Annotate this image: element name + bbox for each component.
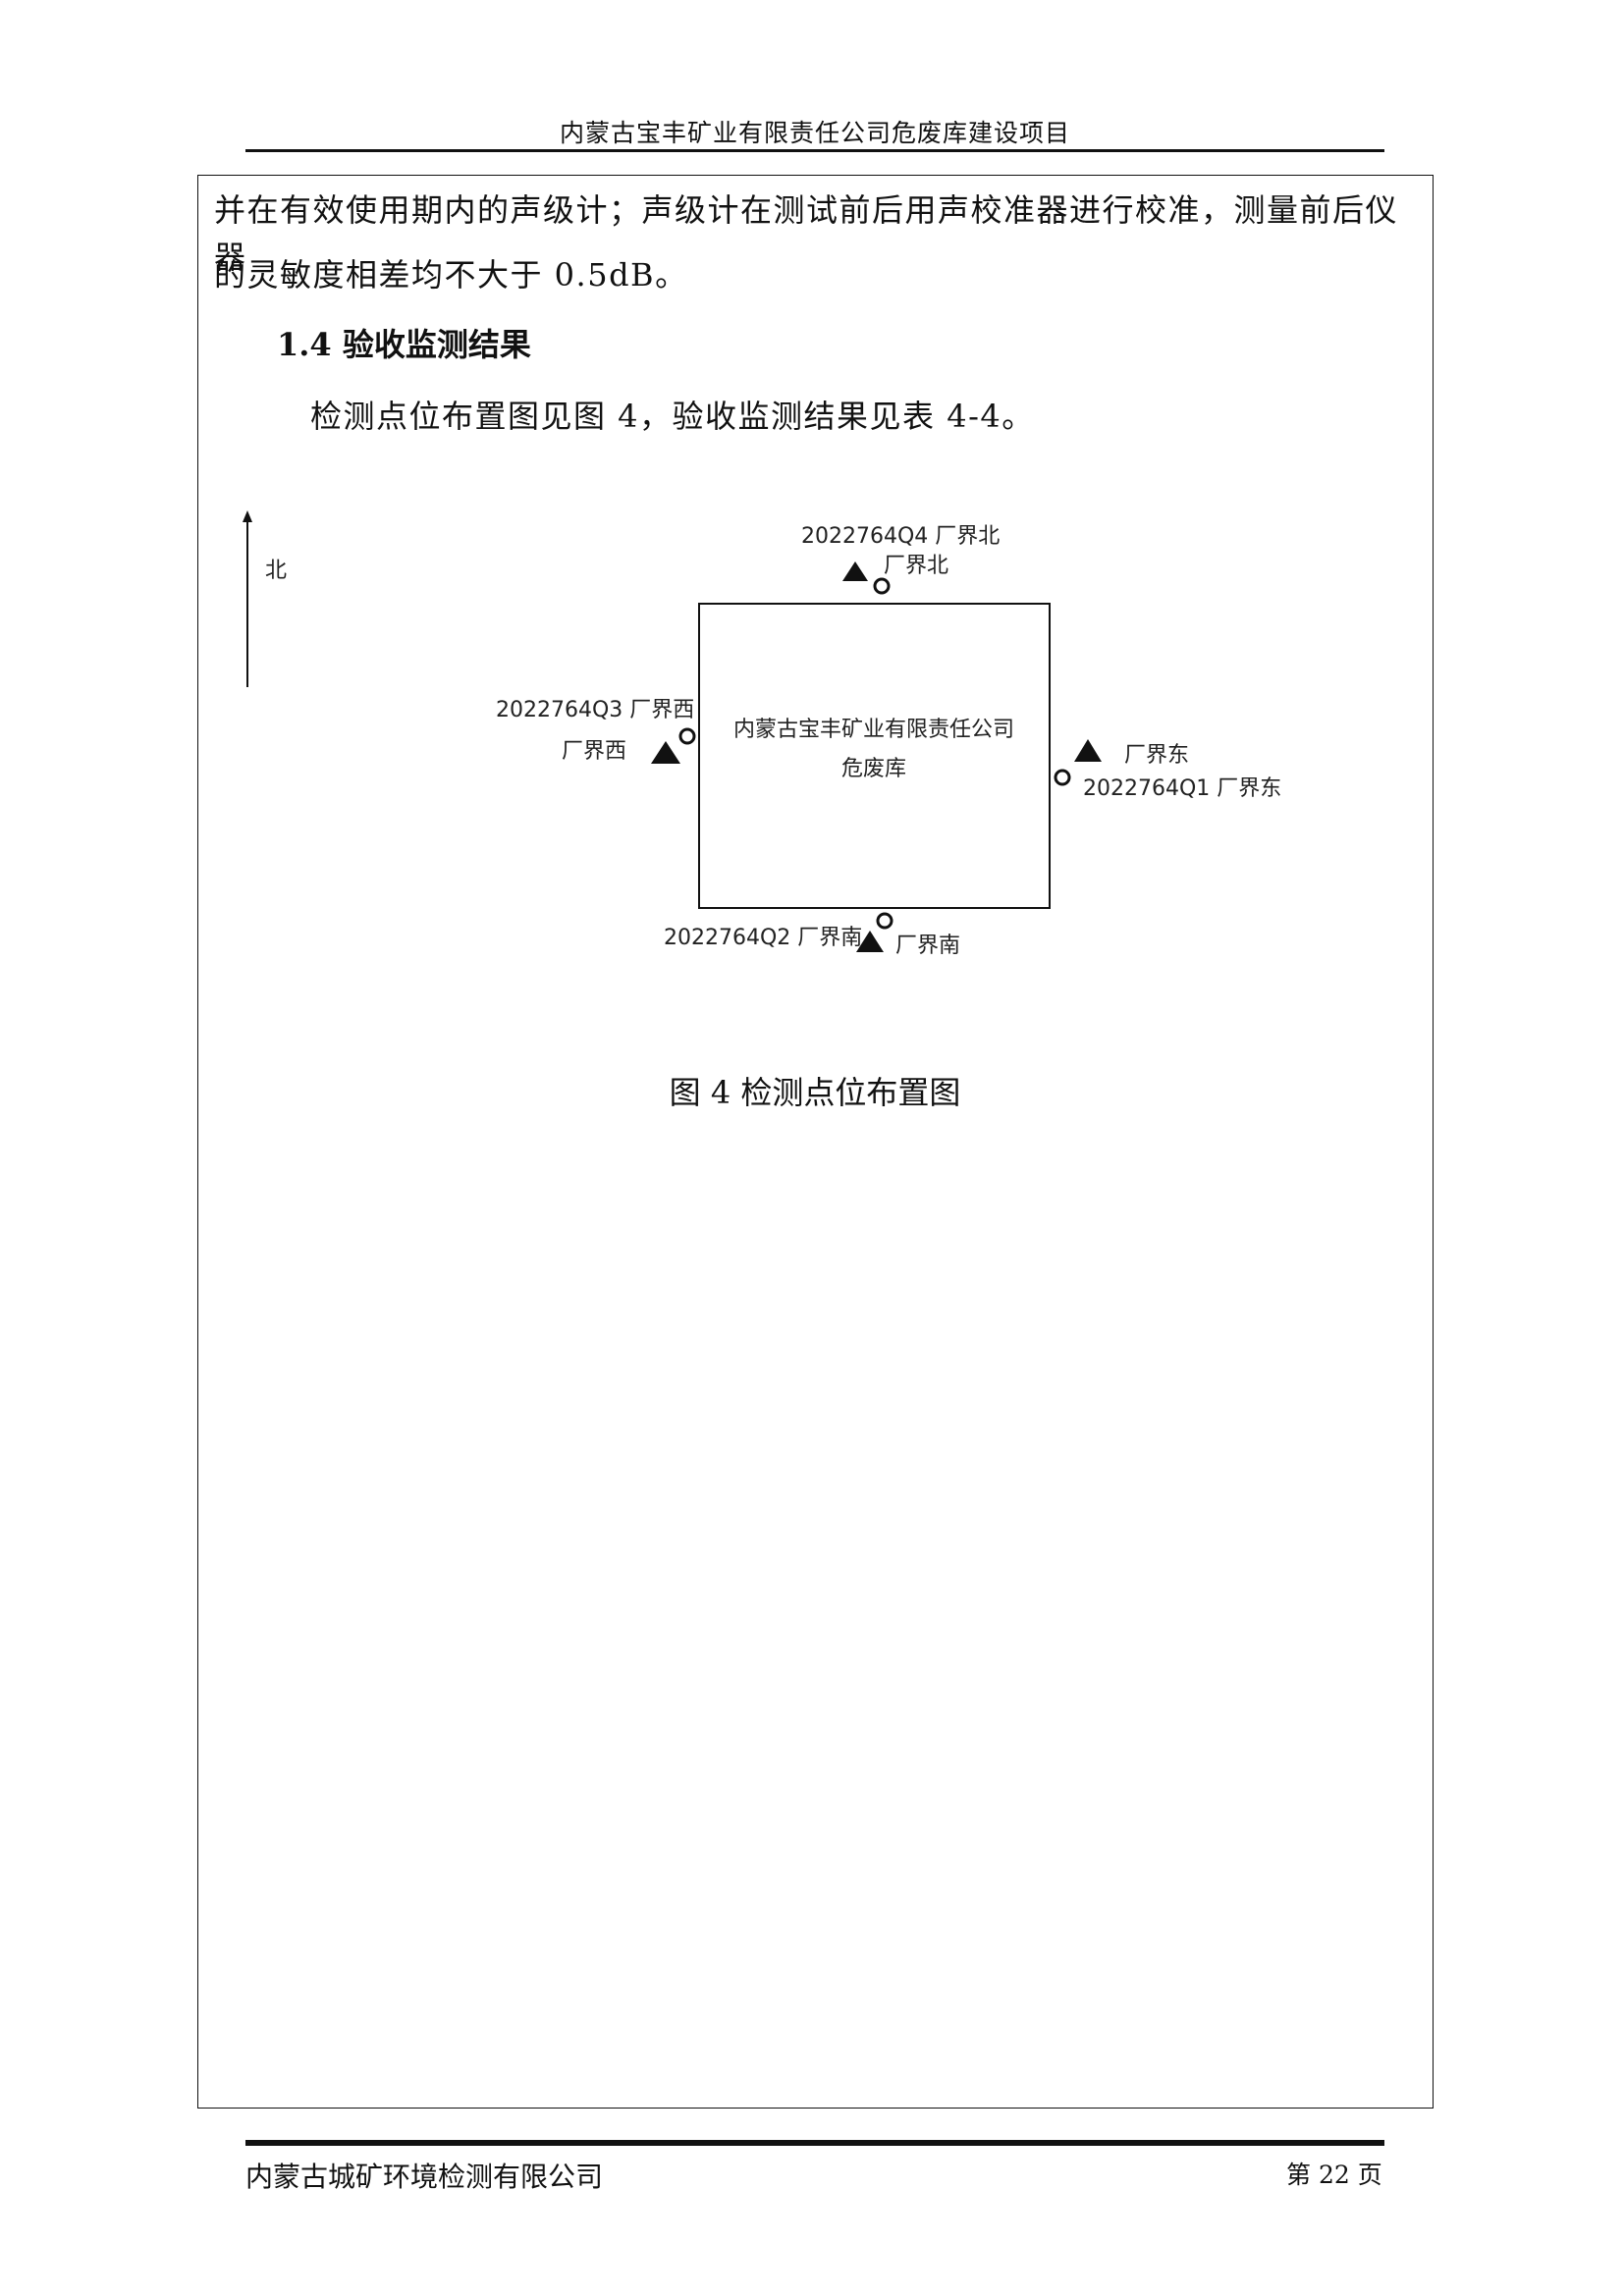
section-heading: 1.4 验收监测结果 [277, 326, 531, 363]
footer-page-number: 第 22 页 [1286, 2161, 1382, 2189]
header-rule [245, 149, 1384, 152]
page-header-title: 内蒙古宝丰矿业有限责任公司危废库建设项目 [559, 119, 1070, 147]
paragraph-2: 检测点位布置图见图 4，验收监测结果见表 4-4。 [310, 398, 1035, 435]
paragraph-1-line-2: 的灵敏度相差均不大于 0.5dB。 [214, 256, 688, 294]
paragraph-1-line-1: 并在有效使用期内的声级计；声级计在测试前后用声校准器进行校准，测量前后仪器 [214, 191, 1399, 276]
footer-rule [245, 2140, 1384, 2146]
footer-company: 内蒙古城矿环境检测有限公司 [245, 2161, 604, 2193]
figure-caption: 图 4 检测点位布置图 [669, 1074, 961, 1111]
content-frame [197, 175, 1434, 2109]
